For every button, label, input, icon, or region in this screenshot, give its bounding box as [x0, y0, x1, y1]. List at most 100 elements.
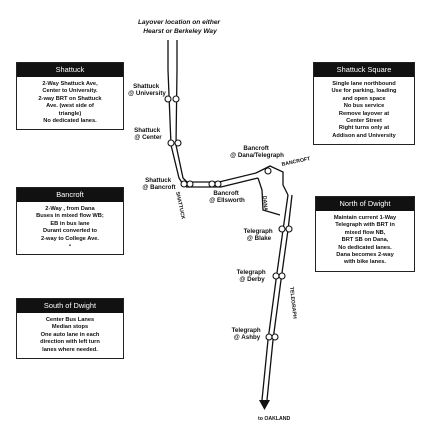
callout-south-of-dwight-title: South of Dwight	[17, 299, 123, 313]
telegraph-line-east	[266, 194, 293, 401]
stop-marker-ellsworth-w	[208, 180, 216, 188]
callout-line: Median stops	[51, 324, 89, 331]
callout-shattuck-square-body: Single lane northbound Use for parking, …	[314, 77, 414, 144]
callout-line: One auto lane in each	[40, 331, 100, 338]
bancroft-line-south	[186, 177, 259, 188]
stop-marker-center-e	[174, 139, 182, 147]
stop-label-line: @ Ashby	[234, 334, 261, 341]
callout-line: Center to University.	[42, 88, 98, 95]
stop-label-shattuck-bancroft: Shattuck @ Bancroft	[142, 177, 175, 191]
callout-line: direction with left turn	[40, 339, 100, 346]
callout-line: Durant converted to	[42, 228, 98, 235]
stop-marker-blake-e	[285, 225, 293, 233]
street-label-dana: DANA	[261, 196, 268, 212]
stop-label-line: @ Center	[134, 134, 162, 141]
stop-label-telegraph-derby: Telegraph @ Derby	[237, 269, 268, 283]
oakland-arrow	[259, 400, 270, 410]
callout-line: No dedicated lanes.	[338, 244, 392, 251]
stop-labels: Shattuck @ University Shattuck @ Center …	[128, 83, 284, 341]
callout-line: Buses in mixed flow WB;	[36, 213, 104, 220]
stop-label-line: Shattuck	[133, 83, 160, 90]
callout-line: No bus service	[343, 103, 385, 110]
callout-shattuck-square: Shattuck Square Single lane northbound U…	[313, 62, 415, 146]
callout-south-of-dwight: South of Dwight Center Bus Lanes Median …	[16, 298, 124, 360]
callout-line: Single lane northbound	[332, 81, 396, 87]
stop-label-line: @ Bancroft	[142, 184, 175, 191]
stop-label-line: Telegraph	[244, 228, 273, 235]
callout-shattuck-square-title: Shattuck Square	[314, 63, 414, 77]
callout-line: mixed flow NB,	[344, 229, 386, 236]
callout-line: Center Bus Lanes	[45, 317, 95, 323]
callout-line: with bike lanes.	[343, 259, 387, 266]
stop-marker-ashby-w	[265, 333, 273, 341]
stop-marker-dana-telegraph	[264, 167, 272, 175]
shattuck-east-line	[175, 40, 188, 183]
stop-label-telegraph-blake: Telegraph @ Blake	[244, 228, 275, 242]
callout-shattuck-body: 2-Way Shattuck Ave, Center to University…	[17, 77, 123, 129]
layover-note-line-1: Layover location on either	[138, 19, 221, 26]
telegraph-line-west	[261, 194, 289, 401]
stop-marker-derby-w	[272, 272, 280, 280]
callout-line: •	[69, 243, 71, 250]
stop-marker-derby-e	[278, 272, 286, 280]
callout-line: Ave. (west side of	[46, 103, 94, 110]
callout-south-of-dwight-body: Center Bus Lanes Median stops One auto l…	[17, 313, 123, 358]
stop-markers	[164, 95, 293, 341]
callout-north-of-dwight: North of Dwight Maintain current 1-Way T…	[315, 196, 415, 272]
stop-label-bancroft-dana-telegraph: Bancroft @ Dana/Telegraph	[230, 145, 284, 159]
stop-marker-ashby-e	[271, 333, 279, 341]
brt-route-lines	[167, 40, 293, 401]
stop-marker-university-e	[172, 95, 180, 103]
stop-label-shattuck-university: Shattuck @ University	[128, 83, 166, 97]
stop-label-shattuck-center: Shattuck @ Center	[134, 127, 162, 141]
callout-line: 2-Way , from Dana	[45, 206, 95, 212]
stop-label-line: Bancroft	[243, 145, 268, 152]
callout-line: EB in bus lane	[50, 220, 90, 227]
callout-bancroft: Bancroft 2-Way , from Dana Buses in mixe…	[16, 187, 124, 256]
stop-label-bancroft-ellsworth: Bancroft @ Ellsworth	[209, 190, 245, 204]
callout-line: triangle)	[58, 110, 82, 117]
stop-label-line: Bancroft	[213, 190, 238, 197]
destination-label: to OAKLAND	[258, 416, 291, 422]
stop-marker-bancroft-shattuck-e	[186, 180, 194, 188]
callout-line: Right turns only at	[338, 125, 390, 132]
callout-line: Addison and University	[332, 132, 396, 139]
stop-label-line: @ Blake	[247, 235, 272, 242]
callout-line: lanes where needed.	[42, 346, 98, 353]
dana-line	[257, 177, 281, 216]
callout-line: and open space	[342, 95, 386, 102]
callout-line: Use for parking, loading	[331, 88, 397, 95]
callout-north-of-dwight-title: North of Dwight	[316, 197, 414, 211]
stop-marker-center-w	[167, 139, 175, 147]
dana-telegraph-triangle	[255, 165, 289, 196]
stop-label-telegraph-ashby: Telegraph @ Ashby	[232, 327, 263, 341]
layover-note-line-2: Hearst or Berkeley Way	[143, 28, 217, 35]
callout-line: 2-way BRT on Shattuck	[38, 95, 102, 102]
callout-line: Remove layover at	[338, 110, 390, 117]
street-label-shattuck: SHATTUCK	[174, 191, 186, 220]
callout-shattuck-title: Shattuck	[17, 63, 123, 77]
stop-label-line: @ Derby	[239, 276, 265, 283]
callout-line: BRT SB on Dana,	[341, 237, 389, 244]
layover-note: Layover location on either Hearst or Ber…	[138, 19, 222, 35]
callout-line: Telegraph with BRT in	[335, 222, 395, 229]
stop-label-line: @ Dana/Telegraph	[230, 152, 284, 159]
callout-shattuck: Shattuck 2-Way Shattuck Ave, Center to U…	[16, 62, 124, 131]
callout-north-of-dwight-body: Maintain current 1-Way Telegraph with BR…	[316, 211, 414, 271]
street-label-bancroft: BANCROFT	[281, 156, 312, 168]
street-label-telegraph: TELEGRAPH	[288, 287, 297, 320]
callout-bancroft-title: Bancroft	[17, 188, 123, 202]
stop-label-line: Shattuck	[134, 127, 161, 134]
stop-marker-bancroft-shattuck-w	[180, 180, 188, 188]
stop-label-line: @ Ellsworth	[209, 197, 245, 204]
stop-label-line: Telegraph	[232, 327, 261, 334]
callout-line: No dedicated lanes.	[43, 118, 97, 125]
callout-bancroft-body: 2-Way , from Dana Buses in mixed flow WB…	[17, 202, 123, 254]
stop-label-line: Shattuck	[145, 177, 172, 184]
stop-label-line: Telegraph	[237, 269, 266, 276]
callout-line: Center Street	[346, 118, 382, 125]
callout-line: 2-way to College Ave.	[40, 235, 100, 242]
callout-line: 2-Way Shattuck Ave,	[42, 81, 98, 87]
stop-marker-blake-w	[278, 225, 286, 233]
